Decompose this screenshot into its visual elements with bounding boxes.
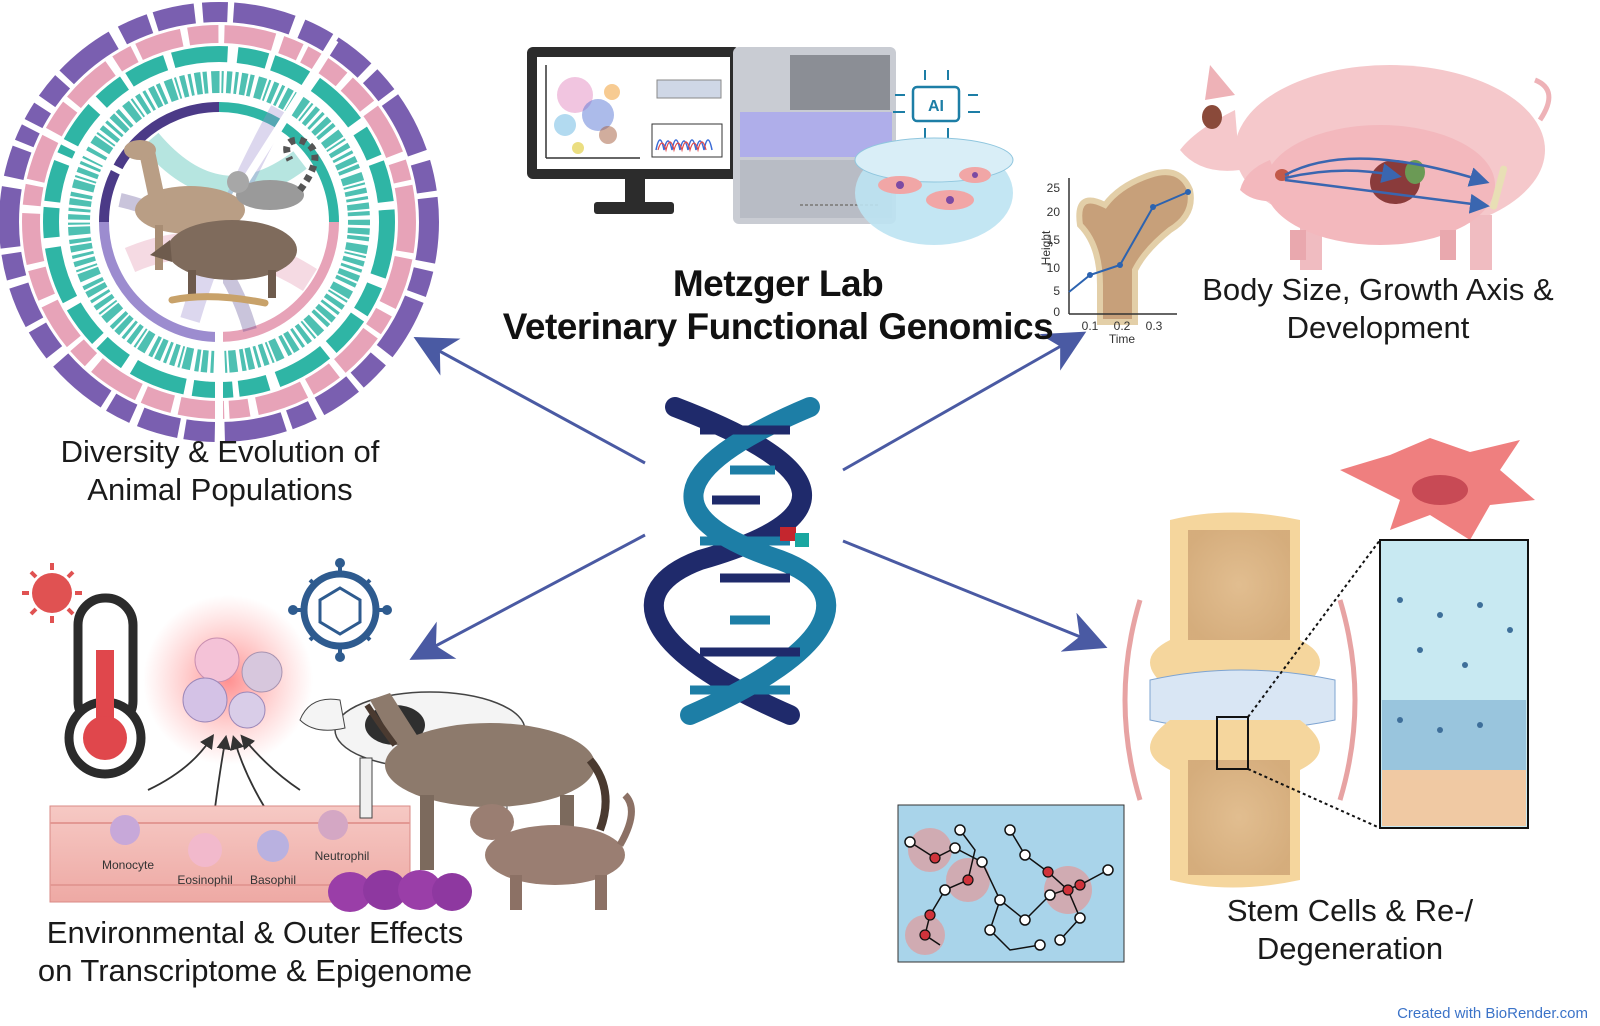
virus-icon [288,558,392,662]
network-icon [897,804,1125,963]
lab-title: Metzger Lab Veterinary Functional Genomi… [468,262,1088,348]
ytick: 20 [1047,205,1061,219]
x-axis-label: Time [1109,332,1136,346]
thermometer-icon [64,593,146,779]
diversity-label-line2: Animal Populations [87,472,353,507]
stem-cells-label-line1: Stem Cells & Re-/ [1226,893,1474,928]
monocyte-label: Monocyte [102,858,154,872]
arrow-to-environment [409,533,646,660]
chromatin-icon [328,870,472,912]
immune-cells [182,637,283,729]
ytick: 15 [1047,233,1061,247]
arrow-to-stem-cells [842,539,1108,652]
body-size-label-line1: Body Size, Growth Axis & [1202,272,1554,307]
eosinophil-label: Eosinophil [177,873,232,887]
environment-label-line2: on Transcriptome & Epigenome [37,953,473,988]
lemur-icon [227,136,319,210]
dog-icon [470,792,635,910]
lab-title-line1: Metzger Lab [672,263,884,304]
body-size-label: Body Size, Growth Axis & Development [1188,271,1568,347]
migration-arrows [147,734,301,809]
basophil-label: Basophil [250,873,296,887]
cell-dish-icon [854,137,1014,245]
diversity-label-line1: Diversity & Evolution of [60,434,380,469]
environment-label-line1: Environmental & Outer Effects [46,915,464,950]
environment-label: Environmental & Outer Effects on Transcr… [20,914,490,990]
lab-title-line2: Veterinary Functional Genomics [502,306,1054,347]
inflammation-glow [143,595,313,765]
ytick: 25 [1047,181,1061,195]
y-axis-label: Height [1039,230,1053,265]
diversity-label: Diversity & Evolution of Animal Populati… [30,433,410,509]
arrows [409,331,1108,660]
joint-icon [1122,512,1358,888]
xtick: 0.3 [1146,319,1163,333]
worm-icon [168,293,269,307]
ai-badge: AI [928,98,944,115]
biorender-credit[interactable]: Created with BioRender.com [1397,1005,1588,1022]
body-size-label-line2: Development [1286,310,1470,345]
ytick: 10 [1047,261,1061,275]
stem-cell-icon [1340,438,1535,540]
ytick: 5 [1053,284,1060,298]
ai-chip-icon: AI [893,70,980,138]
stem-cells-label: Stem Cells & Re-/ Degeneration [1180,892,1520,968]
arrow-to-diversity [413,336,646,465]
xtick: 0.1 [1082,319,1099,333]
boar-icon [150,220,297,298]
computer-icon [527,47,740,214]
xtick: 0.2 [1114,319,1131,333]
stem-cells-label-line2: Degeneration [1256,931,1444,966]
cartilage-zoom [1247,539,1529,829]
arrow-to-body-size [842,331,1087,472]
dna-icon [643,397,837,725]
sun-icon [22,563,82,623]
ytick: 0 [1053,305,1060,319]
pig-small-icon [1240,125,1508,260]
bone-icon [1076,169,1194,325]
growth-chart: 0 5 10 15 20 25 0.1 0.2 0.3 Time Height [1039,169,1194,346]
neutrophil-label: Neutrophil [315,849,370,863]
